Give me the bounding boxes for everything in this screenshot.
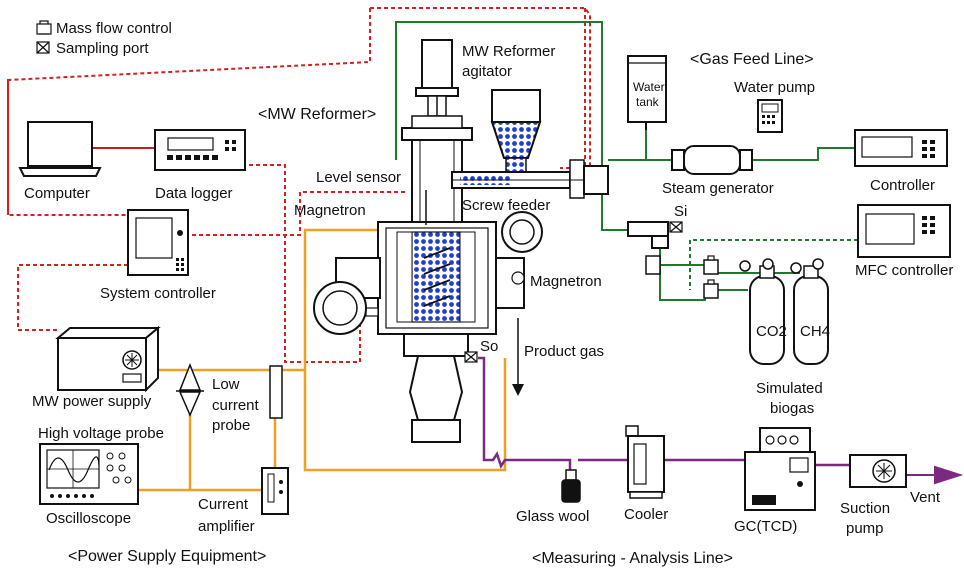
- low-current-probe: [176, 362, 204, 417]
- simulated-biogas-label-1: Simulated: [756, 380, 823, 397]
- magnetron-left: [313, 257, 381, 335]
- water-tank-label-1: Water: [633, 80, 665, 94]
- water-tank-label-2: tank: [636, 95, 660, 109]
- system-controller: [127, 209, 189, 276]
- sampling-port-icon: [36, 41, 50, 54]
- co2-cylinder: [739, 258, 785, 365]
- mixing-tee: [627, 221, 669, 275]
- mass-flow-icon: [36, 20, 52, 35]
- gas-feed-lines: [395, 21, 855, 301]
- low-current-probe-label-2: current: [212, 397, 260, 414]
- controller-label: Controller: [870, 177, 935, 194]
- current-amplifier: [261, 467, 289, 515]
- magnetron-left-label: Magnetron: [294, 202, 366, 219]
- agitator-label-2: agitator: [462, 63, 512, 80]
- water-pump-label: Water pump: [734, 79, 815, 96]
- suction-pump-label-2: pump: [846, 520, 884, 537]
- ch4-label: CH4: [800, 323, 830, 340]
- co2-label: CO2: [756, 323, 787, 340]
- high-voltage-probe-label: High voltage probe: [38, 425, 164, 442]
- vent-arrow: [905, 465, 964, 485]
- data-logger: [154, 129, 246, 171]
- mass-flow-controllers: [703, 255, 719, 299]
- low-current-probe-label-3: probe: [212, 417, 250, 434]
- gc-tcd: [744, 427, 816, 511]
- measuring-section-label: <Measuring - Analysis Line>: [532, 550, 733, 567]
- low-current-probe-label-1: Low: [212, 376, 240, 393]
- suction-pump: [849, 454, 907, 488]
- si-label: Si: [674, 203, 687, 220]
- measuring-line: [478, 356, 850, 470]
- reactor-column: [365, 115, 497, 443]
- current-amplifier-label-2: amplifier: [198, 518, 255, 535]
- vent-label: Vent: [910, 489, 941, 506]
- water-pump: [757, 99, 783, 133]
- mw-power-supply-label: MW power supply: [32, 393, 152, 410]
- so-sampling-port-icon: [464, 351, 478, 363]
- glass-wool-filter: [561, 469, 581, 503]
- current-amplifier-label-1: Current: [198, 496, 249, 513]
- cooler: [625, 425, 665, 499]
- product-gas-label: Product gas: [524, 343, 604, 360]
- water-tank: [627, 55, 667, 130]
- mw-power-supply: [55, 325, 161, 393]
- agitator-label-1: MW Reformer: [462, 43, 555, 60]
- computer: [18, 121, 102, 177]
- steam-generator: [671, 145, 753, 175]
- suction-pump-label-1: Suction: [840, 500, 890, 517]
- oscilloscope-label: Oscilloscope: [46, 510, 131, 527]
- si-sampling-port-icon: [669, 221, 683, 233]
- screw-feeder-label: Screw feeder: [462, 197, 550, 214]
- signal-lines: [7, 7, 591, 363]
- product-gas-arrow: [512, 318, 524, 396]
- gas-feed-section-label: <Gas Feed Line>: [690, 51, 814, 68]
- system-controller-label: System controller: [100, 285, 216, 302]
- level-sensor-label: Level sensor: [316, 169, 401, 186]
- power-supply-section-label: <Power Supply Equipment>: [68, 548, 266, 565]
- magnetron-right: [495, 211, 543, 309]
- ch4-cylinder: [790, 258, 829, 365]
- legend: Mass flow control Sampling port: [36, 20, 172, 57]
- mfc-controller: [857, 204, 951, 258]
- legend-sampling-label: Sampling port: [56, 40, 149, 57]
- controller: [854, 129, 948, 167]
- mfc-signal-lines: [689, 239, 858, 290]
- simulated-biogas-label-2: biogas: [770, 400, 814, 417]
- data-logger-label: Data logger: [155, 185, 233, 202]
- probe-cylinder: [269, 365, 283, 419]
- mfc-controller-label: MFC controller: [855, 262, 953, 279]
- mw-reformer-section-label: <MW Reformer>: [258, 106, 376, 123]
- oscilloscope: [39, 443, 139, 505]
- steam-generator-label: Steam generator: [662, 180, 774, 197]
- magnetron-right-label: Magnetron: [530, 273, 602, 290]
- computer-label: Computer: [24, 185, 90, 202]
- cooler-label: Cooler: [624, 506, 668, 523]
- screw-feeder: [451, 159, 609, 199]
- legend-mass-flow-label: Mass flow control: [56, 20, 172, 37]
- feed-hopper: [490, 89, 542, 173]
- glass-wool-label: Glass wool: [516, 508, 589, 525]
- so-label: So: [480, 338, 498, 355]
- gc-tcd-label: GC(TCD): [734, 518, 797, 535]
